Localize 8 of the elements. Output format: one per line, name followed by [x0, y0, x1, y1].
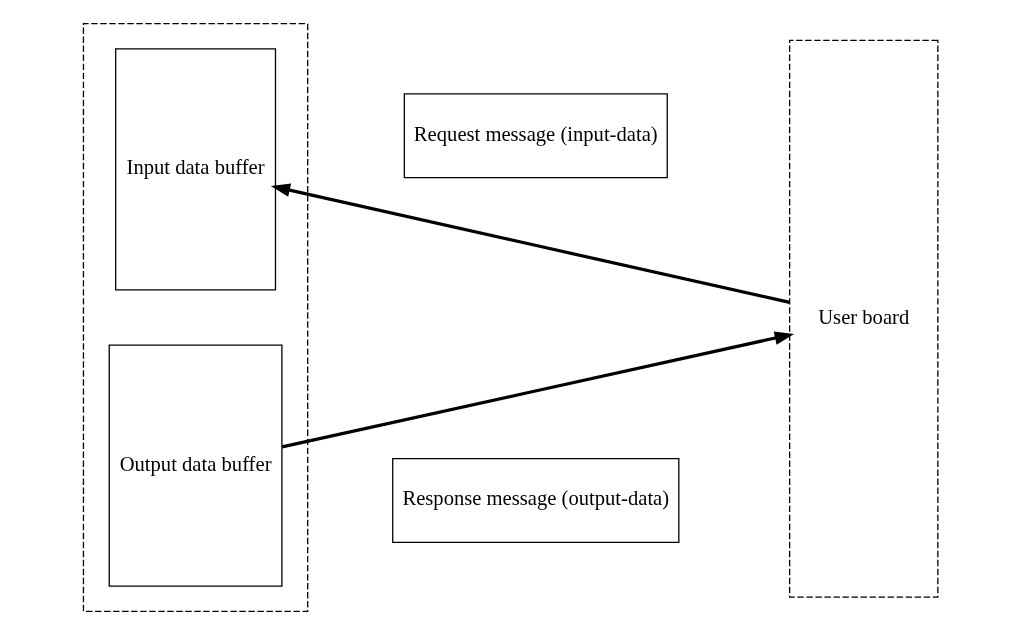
node-box: Response message (output-data)	[392, 457, 680, 543]
node-box: Input data buffer	[115, 48, 277, 291]
node-box: Output data buffer	[108, 344, 283, 587]
node-box: User board	[789, 39, 939, 598]
arrow	[270, 183, 790, 304]
arrow	[281, 331, 795, 449]
node-box: Request message (input-data)	[403, 93, 668, 179]
cluster	[82, 23, 309, 612]
